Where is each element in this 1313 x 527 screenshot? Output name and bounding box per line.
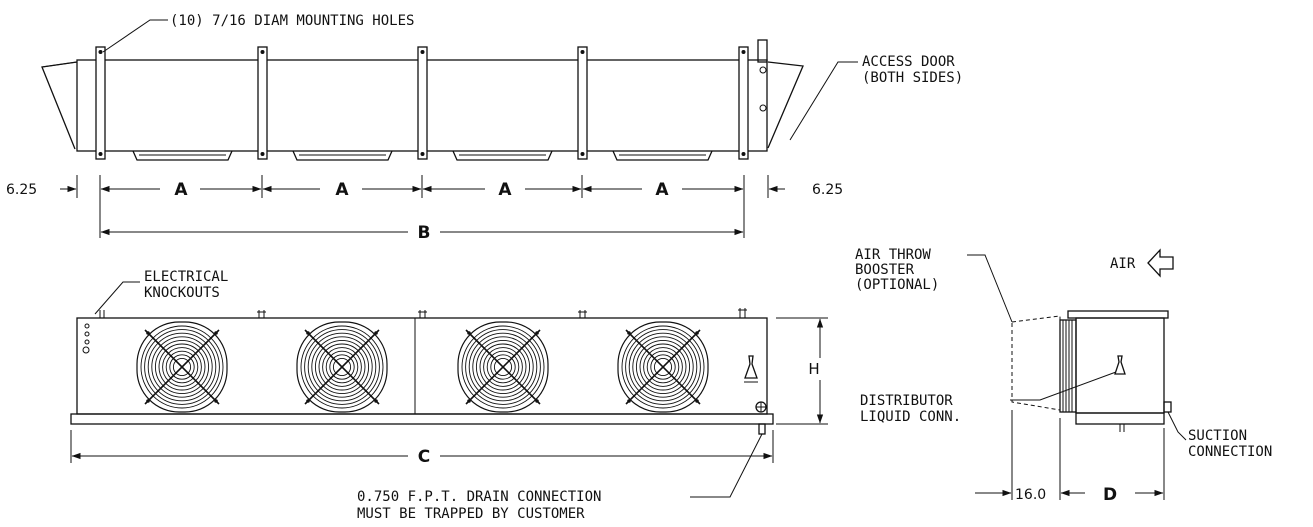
right-access-door [767, 61, 804, 149]
distributor-leader [1010, 371, 1117, 401]
access-door-label-1: ACCESS DOOR [862, 54, 955, 70]
front-view [70, 281, 828, 498]
air-throw-label-1: AIR THROW [855, 247, 931, 263]
mounting-studs [99, 308, 747, 318]
suction-label-1: SUCTION [1188, 428, 1247, 444]
distributor-label-1: DISTRIBUTOR [860, 393, 953, 409]
labels: (10) 7/16 DIAM MOUNTING HOLES ACCESS DOO… [6, 13, 1272, 522]
coil-fins [1059, 319, 1077, 413]
mounting-holes-label: (10) 7/16 DIAM MOUNTING HOLES [170, 13, 414, 29]
fan-guard [617, 321, 709, 413]
air-throw-label-3: (OPTIONAL) [855, 277, 939, 293]
air-throw-leader [967, 254, 1013, 323]
drain-leader [690, 433, 763, 498]
side-drain-pan [1075, 412, 1165, 425]
mounting-brackets [95, 46, 749, 160]
drain-label-2: MUST BE TRAPPED BY CUSTOMER [357, 506, 585, 522]
air-arrow-icon [1147, 248, 1174, 278]
dim-a-1: A [174, 180, 188, 200]
dim-c: C [418, 447, 430, 467]
electrical-label-2: KNOCKOUTS [144, 285, 220, 301]
dim-h: H [808, 360, 819, 378]
suction-leader [1167, 411, 1187, 441]
electrical-knockouts [82, 323, 90, 354]
distributor-symbol-front [744, 355, 758, 383]
suction-symbol-front [755, 401, 767, 413]
dim-6-25-right: 6.25 [812, 182, 843, 198]
connection-stub [757, 39, 768, 63]
suction-label-2: CONNECTION [1188, 444, 1272, 460]
dim-a-3: A [498, 180, 512, 200]
dim-d: D [1103, 485, 1117, 505]
electrical-label-1: ELECTRICAL [144, 269, 228, 285]
side-view [967, 248, 1187, 500]
dim-a-4: A [655, 180, 669, 200]
fan-guard [296, 321, 388, 413]
drain-pan [70, 413, 774, 425]
suction-stub [1163, 401, 1172, 413]
dim-b: B [418, 223, 431, 243]
mounting-holes-leader [102, 19, 168, 53]
air-label: AIR [1110, 256, 1136, 272]
dim-16: 16.0 [1015, 487, 1046, 503]
side-top-plate [1067, 310, 1169, 319]
fans-front [136, 321, 709, 413]
electrical-leader [94, 281, 140, 315]
access-door-leader [789, 61, 858, 141]
dim-6-25-left: 6.25 [6, 182, 37, 198]
fan-guard [457, 321, 549, 413]
left-access-door [41, 61, 78, 150]
air-throw-booster [1011, 315, 1061, 411]
air-throw-label-2: BOOSTER [855, 262, 915, 278]
drain-label-1: 0.750 F.P.T. DRAIN CONNECTION [357, 489, 601, 505]
distributor-label-2: LIQUID CONN. [860, 409, 961, 425]
side-housing [1075, 317, 1165, 414]
fan-guards-top [132, 150, 713, 161]
dim-a-2: A [335, 180, 349, 200]
top-view [41, 19, 858, 238]
fan-guard [136, 321, 228, 413]
distributor-symbol-side [1114, 355, 1126, 375]
access-door-label-2: (BOTH SIDES) [862, 70, 963, 86]
drain-connection [758, 423, 766, 435]
